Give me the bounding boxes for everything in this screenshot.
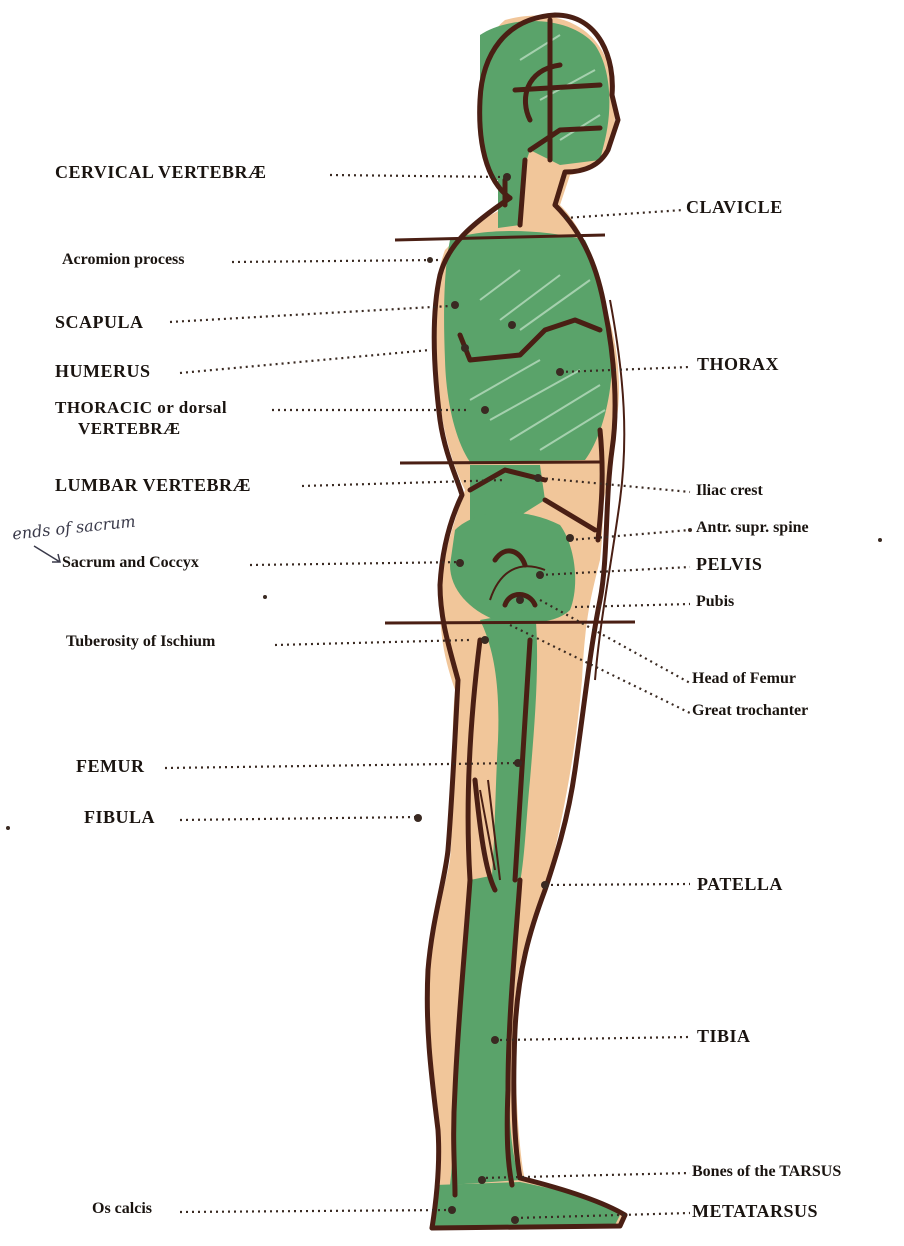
label-pubis: Pubis (696, 594, 734, 610)
label-acromion-process: Acromion process (62, 252, 185, 268)
label-tibia: TIBIA (697, 1027, 751, 1045)
label-femur: FEMUR (76, 757, 145, 775)
note-arrow-icon (30, 540, 70, 570)
label-great-trochanter: Great trochanter (692, 703, 808, 719)
label-thoracic-line1: THORACIC or dorsal (55, 399, 227, 416)
foot-shape (432, 1182, 620, 1226)
label-clavicle: CLAVICLE (686, 198, 783, 216)
label-antr-supr-spine: Antr. supr. spine (696, 520, 809, 536)
label-patella: PATELLA (697, 875, 783, 893)
label-iliac-crest: Iliac crest (696, 483, 763, 499)
label-head-of-femur: Head of Femur (692, 671, 796, 687)
label-bones-of-tarsus: Bones of the TARSUS (692, 1164, 841, 1180)
label-lumbar-vertebrae: LUMBAR VERTEBRÆ (55, 476, 251, 494)
label-fibula: FIBULA (84, 808, 155, 826)
label-tuberosity-ischium: Tuberosity of Ischium (66, 634, 215, 650)
label-thorax: THORAX (697, 355, 779, 373)
label-pelvis: PELVIS (696, 555, 762, 573)
label-thoracic-line2: VERTEBRÆ (78, 420, 181, 437)
label-scapula: SCAPULA (55, 313, 144, 331)
label-metatarsus: METATARSUS (692, 1202, 818, 1220)
label-os-calcis: Os calcis (92, 1201, 152, 1217)
label-sacrum-coccyx: Sacrum and Coccyx (62, 555, 199, 571)
label-cervical-vertebrae: CERVICAL VERTEBRÆ (55, 163, 266, 181)
label-humerus: HUMERUS (55, 362, 151, 380)
